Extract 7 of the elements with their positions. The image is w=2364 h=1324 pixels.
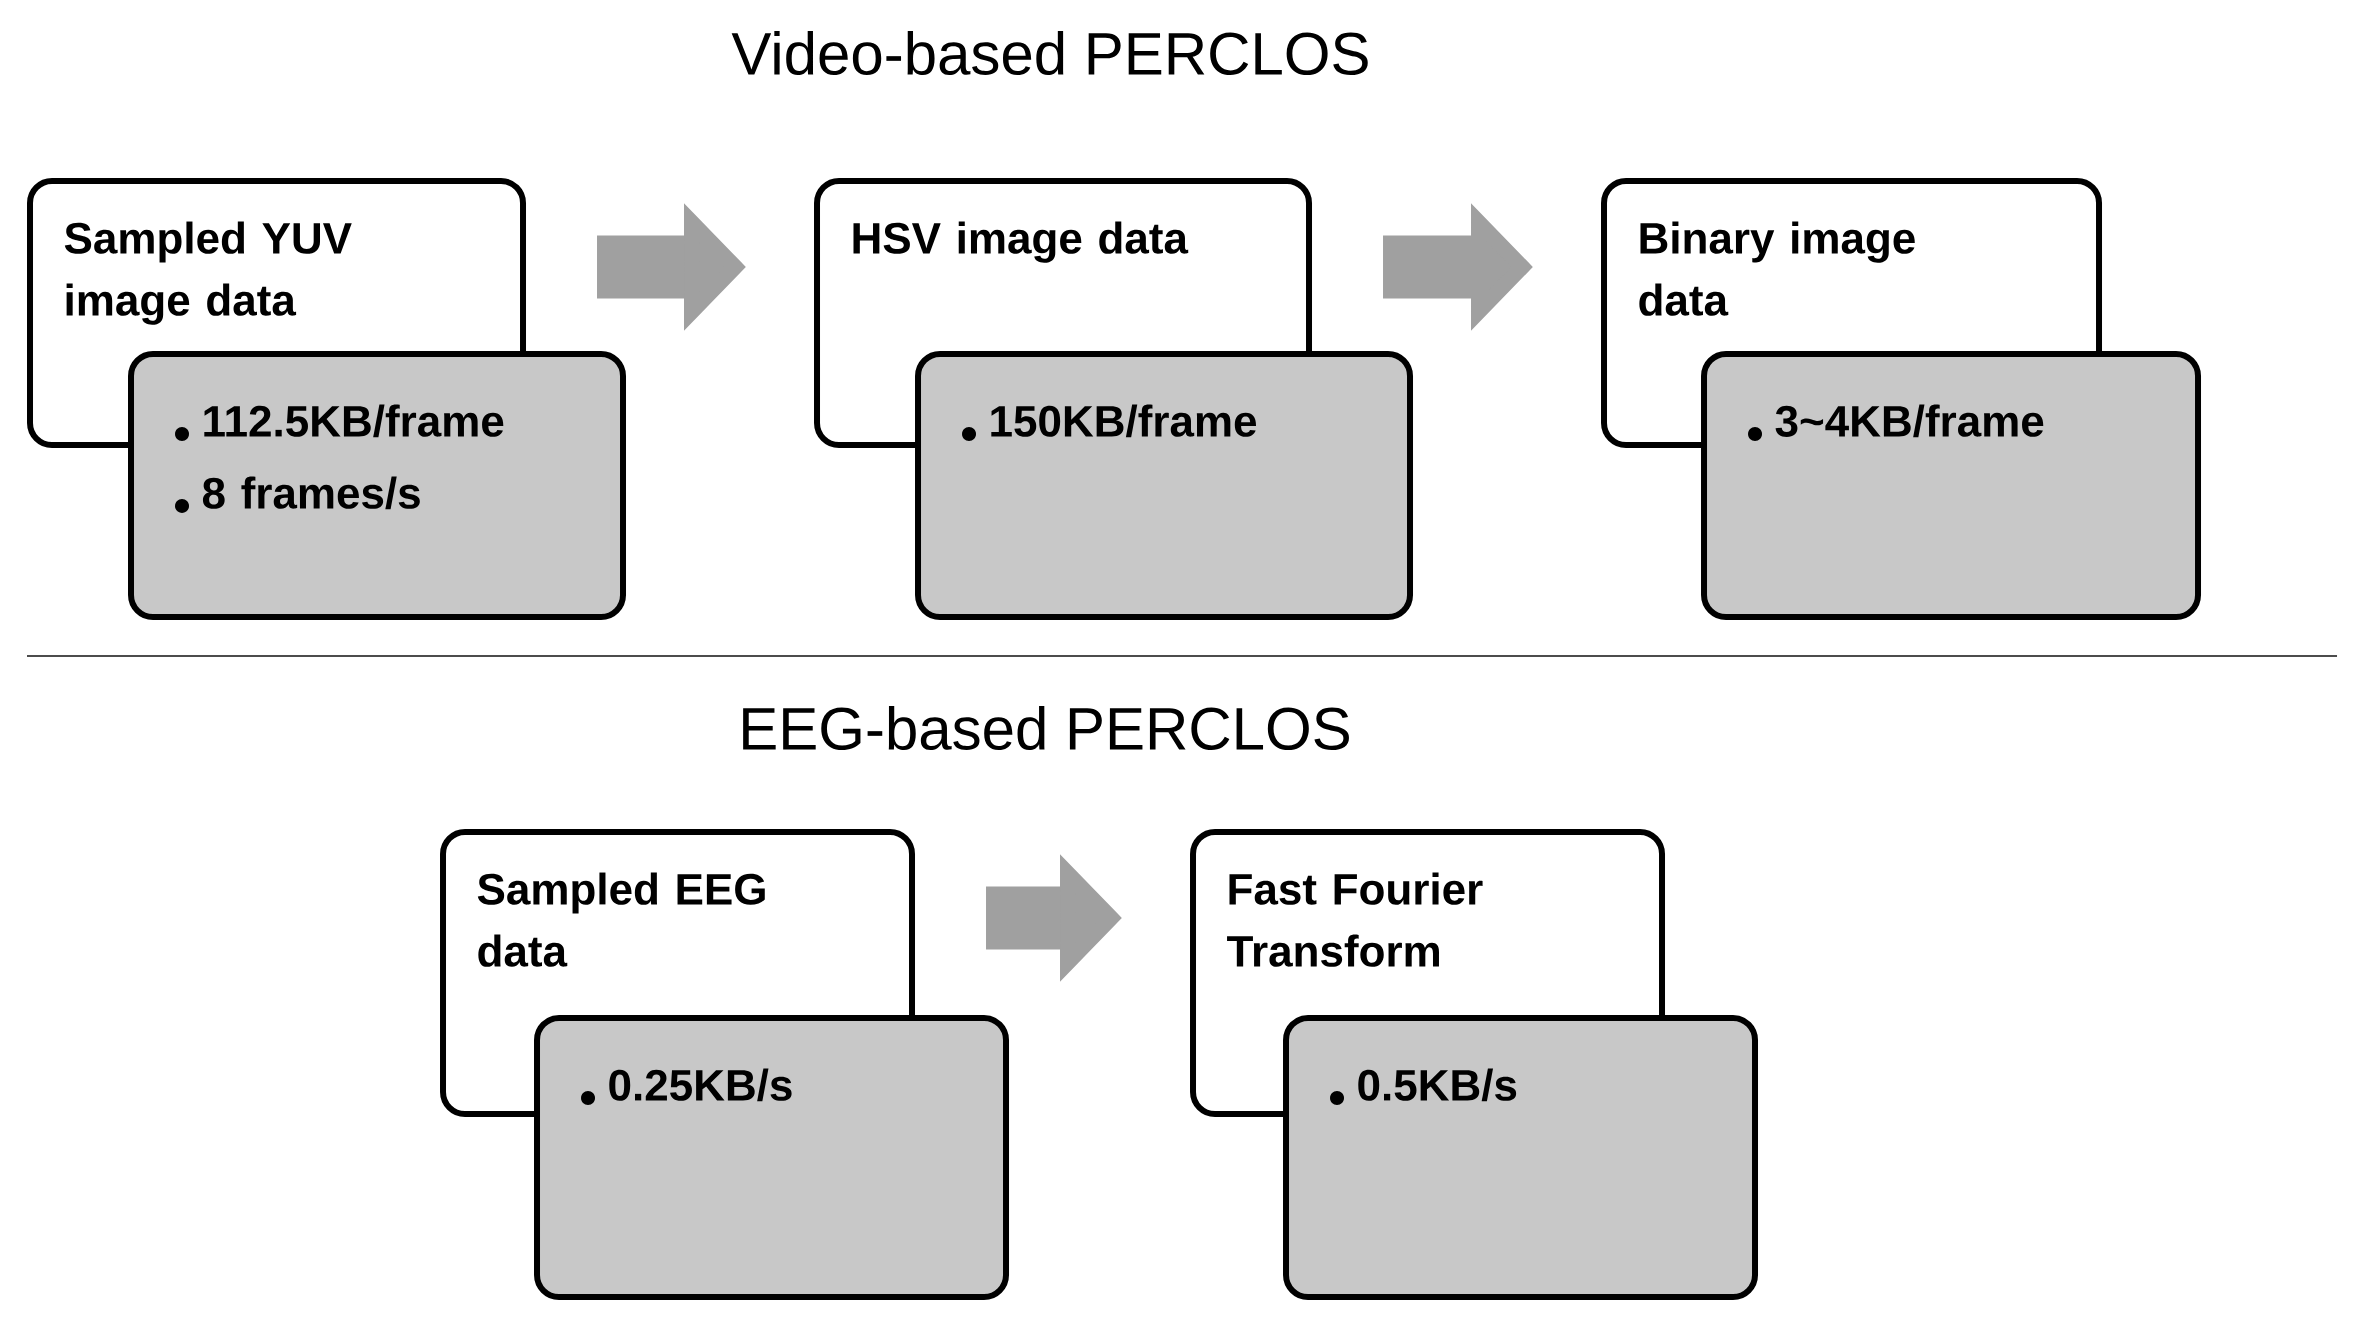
data-rate-box: 150KB/frame [915,351,1413,620]
data-rate-box: 0.5KB/s [1283,1015,1758,1300]
heading: EEG-based PERCLOS [743,705,1349,750]
data-rate-box: 112.5KB/frame 8 frames/s [128,351,626,620]
data-rate-box: 3~4KB/frame [1701,351,2201,620]
data-rate-box: 0.25KB/s [534,1015,1009,1300]
title: Video-based PERCLOS [731,30,1368,75]
